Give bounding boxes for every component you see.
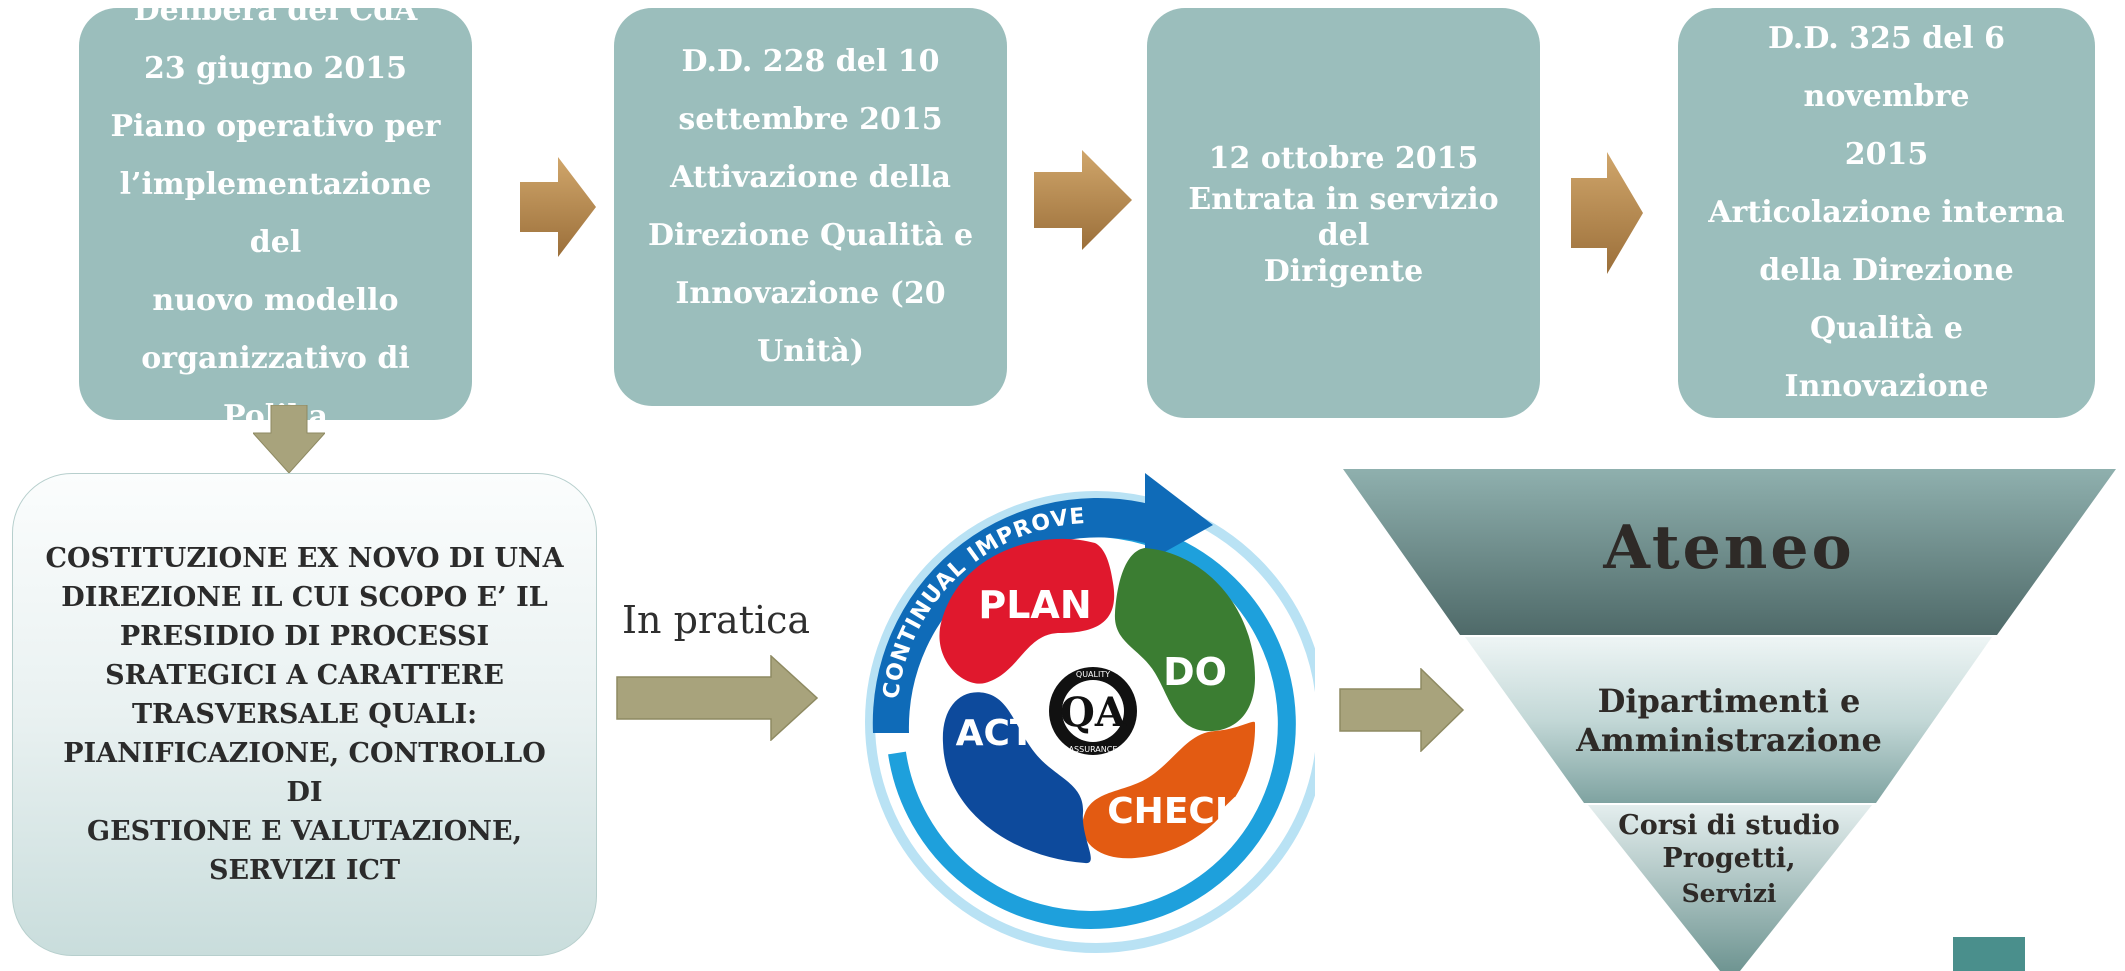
act-petal <box>942 692 1091 864</box>
check-petal <box>1082 721 1256 859</box>
step2-line4: Direzione Qualità e <box>647 218 974 253</box>
pyramid-level1-label: Ateneo <box>1602 513 1854 583</box>
step2-line3: Attivazione della <box>670 160 951 195</box>
pyramid-level-2 <box>1465 637 1992 803</box>
do-label: DO <box>1163 650 1227 694</box>
step4-line3: Articolazione interna <box>1708 195 2065 230</box>
step4-line2: 2015 <box>1844 137 1929 172</box>
plan-label: PLAN <box>978 583 1091 627</box>
step4-line1: D.D. 325 del 6 novembre <box>1767 21 2006 114</box>
olive-right-arrow-2-icon <box>1339 668 1465 752</box>
inverted-pyramid: Ateneo Dipartimenti e Amministrazione Co… <box>1343 469 2116 971</box>
direction-purpose-text: COSTITUZIONE EX NOVO DI UNA DIREZIONE IL… <box>45 543 564 886</box>
step3-line1: 12 ottobre 2015 <box>1208 141 1479 176</box>
olive-right-arrow-1-icon <box>616 655 818 741</box>
pyramid-level-3 <box>1588 805 1872 971</box>
step-box-delibera: Delibera del CdA 23 giugno 2015 Piano op… <box>79 0 472 434</box>
continual-improvement-arrow-icon <box>872 473 1213 733</box>
gold-arrow-3-icon <box>1571 152 1643 274</box>
improvement-ring <box>888 519 1296 929</box>
qa-badge-center <box>1062 680 1124 742</box>
slide-number-marker <box>1953 937 2025 971</box>
step1-line4: l’implementazione del <box>119 167 432 260</box>
olive-down-arrow-icon <box>253 405 325 473</box>
step1-line5: nuovo modello <box>152 283 399 318</box>
pyramid-level3-line3: Servizi <box>1682 879 1777 908</box>
pyramid-level2-line2: Amministrazione <box>1575 721 1882 759</box>
gold-arrow-2-icon <box>1034 150 1132 250</box>
step3-line3: Dirigente <box>1263 254 1424 289</box>
pyramid-level2-line1: Dipartimenti e <box>1598 682 1861 720</box>
step2-line2: settembre 2015 <box>678 102 943 137</box>
plan-petal <box>939 538 1115 684</box>
step2-line1: D.D. 228 del 10 <box>681 44 940 79</box>
step1-line1: Delibera del CdA <box>133 0 418 28</box>
pyramid-level-1 <box>1343 469 2116 635</box>
step-box-dd228: D.D. 228 del 10 settembre 2015 Attivazio… <box>614 8 1007 406</box>
do-petal <box>1114 548 1255 732</box>
step-box-ottobre: 12 ottobre 2015 Entrata in servizio del … <box>1147 8 1540 418</box>
step4-line4: della Direzione Qualità e <box>1759 253 2014 346</box>
pyramid-level3-line2: Progetti, <box>1662 843 1795 874</box>
direction-purpose-box: COSTITUZIONE EX NOVO DI UNA DIREZIONE IL… <box>12 473 597 956</box>
step4-line5: Innovazione <box>1784 369 1989 404</box>
step3-line2: Entrata in servizio del <box>1188 182 1499 253</box>
step1-line3: Piano operativo per <box>110 109 441 144</box>
check-label: CHECK <box>1107 791 1244 832</box>
step2-line5: Innovazione (20 Unità) <box>675 276 946 369</box>
pyramid-level3-line1: Corsi di studio <box>1618 810 1840 841</box>
step-box-dd325: D.D. 325 del 6 novembre 2015 Articolazio… <box>1678 8 2095 418</box>
outer-ring <box>865 491 1315 953</box>
qa-badge-letters: QA <box>1060 689 1127 736</box>
act-label: ACT <box>956 713 1035 754</box>
qa-badge-bottom-text: ASSURANCE <box>1069 745 1118 754</box>
qa-badge-top-text: QUALITY <box>1076 670 1110 679</box>
gold-arrow-1-icon <box>520 157 596 257</box>
pdca-cycle-diagram: CONTINUAL IMPROVEMENT PLAN DO CHECK ACT … <box>845 433 1315 953</box>
in-pratica-label: In pratica <box>622 598 811 642</box>
step1-line2: 23 giugno 2015 <box>143 51 408 86</box>
